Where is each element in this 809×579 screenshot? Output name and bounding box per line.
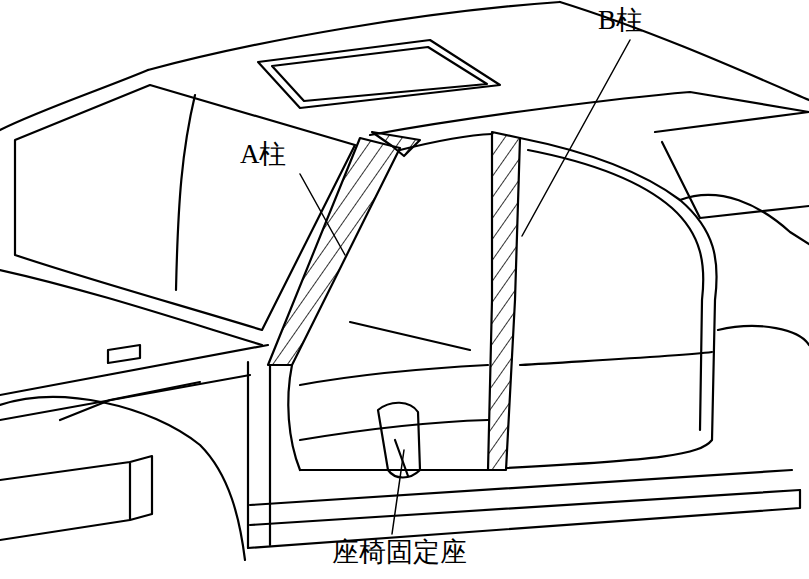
floor-tunnel [300,420,488,440]
leader-line [300,174,345,255]
cowl [0,270,262,345]
sunroof-inner [272,47,487,101]
front-sill-edge [300,469,488,471]
bumper-beam [0,456,152,540]
part-label: 座椅固定座 [332,538,467,568]
rocker-mid [250,490,800,525]
front-door-front [288,365,300,470]
rocker-lower [248,490,800,548]
wheel-arch [0,397,245,560]
a-pillar [268,138,400,365]
rear-window [655,112,809,218]
front-rail [0,345,268,420]
roof-edge [148,2,560,70]
part-label: B柱 [598,6,643,36]
windshield-frame [0,70,148,130]
seat-mount [378,403,420,478]
leader-line [392,450,404,534]
roof-rear-edge [560,2,809,100]
crossmember [350,322,470,350]
b-pillar [488,132,520,470]
front-door-top [400,134,492,150]
a-pillar-top [372,132,420,156]
part-label: A柱 [240,140,287,170]
floor-rear [520,352,712,365]
sunroof [258,40,500,108]
rear-door-inner [528,150,703,430]
hinge-pillar [248,362,270,548]
rear-quarter [680,195,809,345]
floor-front [300,365,488,385]
rocker-upper [250,470,792,505]
leader-line [522,40,630,236]
far-a-pillar [176,95,195,290]
